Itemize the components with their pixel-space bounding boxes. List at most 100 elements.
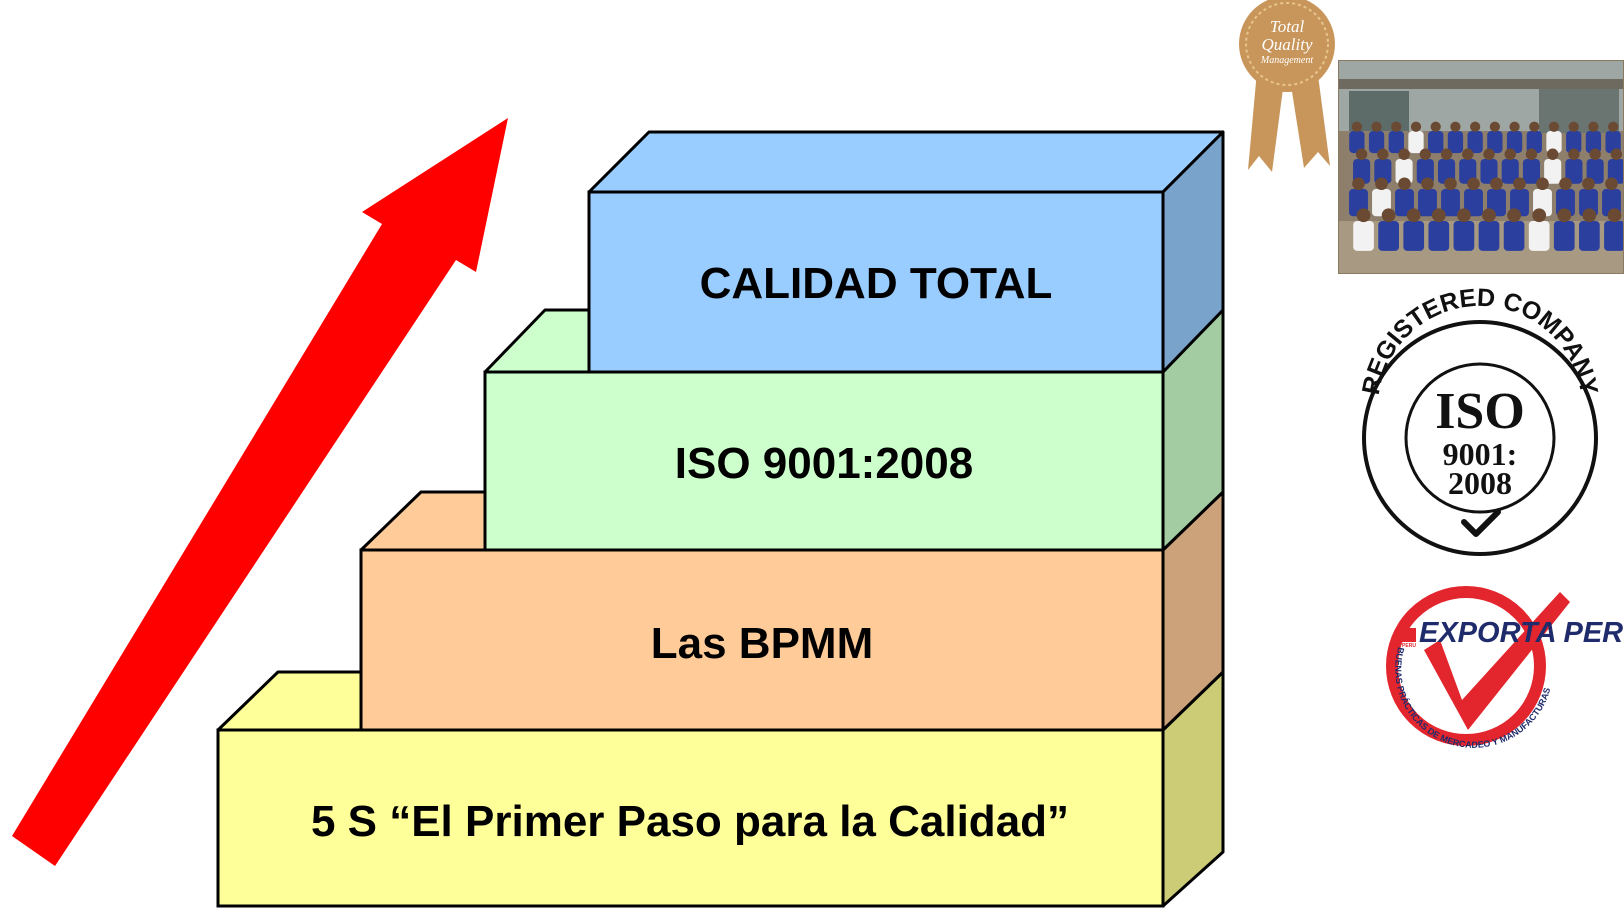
step-bpmm-label: Las BPMM	[651, 619, 873, 668]
step-calidad-total-top	[587, 130, 1225, 194]
worker-figure	[1604, 221, 1623, 251]
worker-figure	[1586, 159, 1604, 184]
worker-head	[1371, 121, 1382, 132]
worker-head	[1355, 148, 1368, 160]
worker-head	[1457, 208, 1471, 223]
step-iso-front	[483, 370, 1165, 552]
worker-head	[1607, 208, 1622, 223]
worker-figure	[1480, 159, 1498, 184]
worker-head	[1352, 177, 1365, 191]
worker-head	[1375, 177, 1388, 191]
iso-check-icon	[1461, 509, 1501, 537]
worker-figure	[1428, 131, 1444, 154]
worker-figure	[1459, 159, 1477, 184]
worker-figure	[1388, 131, 1404, 154]
worker-head	[1462, 148, 1474, 160]
worker-head	[1419, 148, 1432, 160]
worker-head	[1536, 177, 1549, 191]
tqm-line-1: Total	[1270, 17, 1305, 36]
worker-head	[1489, 121, 1500, 132]
exporta-check-icon	[1424, 592, 1570, 730]
worker-figure	[1447, 131, 1464, 154]
worker-head	[1608, 121, 1619, 132]
worker-head	[1470, 121, 1481, 132]
worker-figure	[1522, 159, 1541, 184]
iso-seal-title: ISO	[1435, 383, 1525, 440]
worker-figure	[1566, 131, 1582, 154]
step-5s-label: 5 S “El Primer Paso para la Calidad”	[311, 797, 1069, 846]
worker-figure	[1428, 221, 1450, 251]
worker-head	[1513, 177, 1526, 191]
worker-figure	[1453, 221, 1475, 251]
worker-figure	[1553, 221, 1575, 251]
worker-figure	[1487, 131, 1503, 154]
worker-head	[1568, 121, 1579, 132]
worker-head	[1605, 177, 1618, 191]
worker-figure	[1441, 189, 1460, 217]
worker-figure	[1464, 189, 1483, 217]
workers-group-photo-image	[1339, 61, 1623, 273]
worker-head	[1398, 148, 1410, 160]
worker-head	[1546, 148, 1559, 160]
worker-figure	[1353, 221, 1374, 251]
worker-head	[1377, 148, 1389, 160]
worker-head	[1559, 177, 1572, 191]
worker-figure	[1605, 131, 1621, 154]
worker-head	[1356, 208, 1371, 223]
worker-head	[1610, 148, 1623, 160]
worker-head	[1450, 121, 1461, 132]
worker-head	[1391, 121, 1402, 132]
worker-figure	[1378, 221, 1399, 251]
worker-figure	[1579, 189, 1598, 217]
worker-head	[1582, 208, 1597, 223]
worker-head	[1509, 121, 1520, 132]
worker-head	[1351, 121, 1362, 132]
worker-figure	[1526, 131, 1542, 154]
worker-figure	[1501, 159, 1519, 184]
tqm-line-3: Management	[1260, 55, 1313, 66]
exporta-ring	[1386, 586, 1546, 746]
iso-seal-inner-ring	[1404, 362, 1556, 514]
worker-head	[1525, 148, 1538, 160]
growth-arrow	[12, 118, 508, 866]
worker-figure	[1349, 131, 1365, 154]
step-calidad-total-front	[587, 190, 1165, 374]
worker-figure	[1353, 159, 1371, 184]
tqm-medal-rim	[1245, 2, 1329, 86]
worker-figure	[1546, 131, 1562, 154]
worker-head	[1548, 121, 1560, 132]
worker-head	[1504, 148, 1516, 160]
worker-head	[1467, 177, 1480, 191]
iso-seal-line-2: 2008	[1448, 465, 1512, 501]
worker-figure	[1368, 131, 1385, 154]
exporta-title: EXPORTA PERU	[1419, 617, 1624, 649]
worker-figure	[1395, 189, 1414, 217]
iso-registered-seal: REGISTERED COMPANY ISO 9001: 2008	[1357, 284, 1603, 556]
worker-figure	[1416, 159, 1434, 184]
worker-head	[1406, 208, 1421, 223]
worker-head	[1430, 121, 1441, 132]
tqm-rosette-badge: Total Quality Management	[1239, 0, 1335, 172]
worker-head	[1507, 208, 1521, 223]
worker-figure	[1418, 189, 1437, 217]
worker-head	[1582, 177, 1595, 191]
worker-figure	[1565, 159, 1583, 184]
iso-seal-line-1: 9001:	[1443, 436, 1518, 472]
step-calidad-total: CALIDAD TOTAL	[587, 130, 1225, 374]
worker-head	[1431, 208, 1446, 223]
worker-figure	[1408, 131, 1424, 154]
worker-head	[1588, 121, 1599, 132]
worker-head	[1490, 177, 1503, 191]
exporta-peru-logo: PERU EXPORTA PERU BUENAS PRÁCTICAS DE ME…	[1386, 586, 1624, 750]
workers-group-photo	[1338, 60, 1624, 274]
worker-figure	[1467, 131, 1483, 154]
worker-figure	[1506, 131, 1523, 154]
worker-head	[1444, 177, 1457, 191]
worker-figure	[1478, 221, 1500, 251]
worker-head	[1440, 148, 1453, 160]
exporta-flag-text: PERU	[1402, 643, 1416, 649]
worker-head	[1557, 208, 1572, 223]
worker-figure	[1579, 221, 1600, 251]
